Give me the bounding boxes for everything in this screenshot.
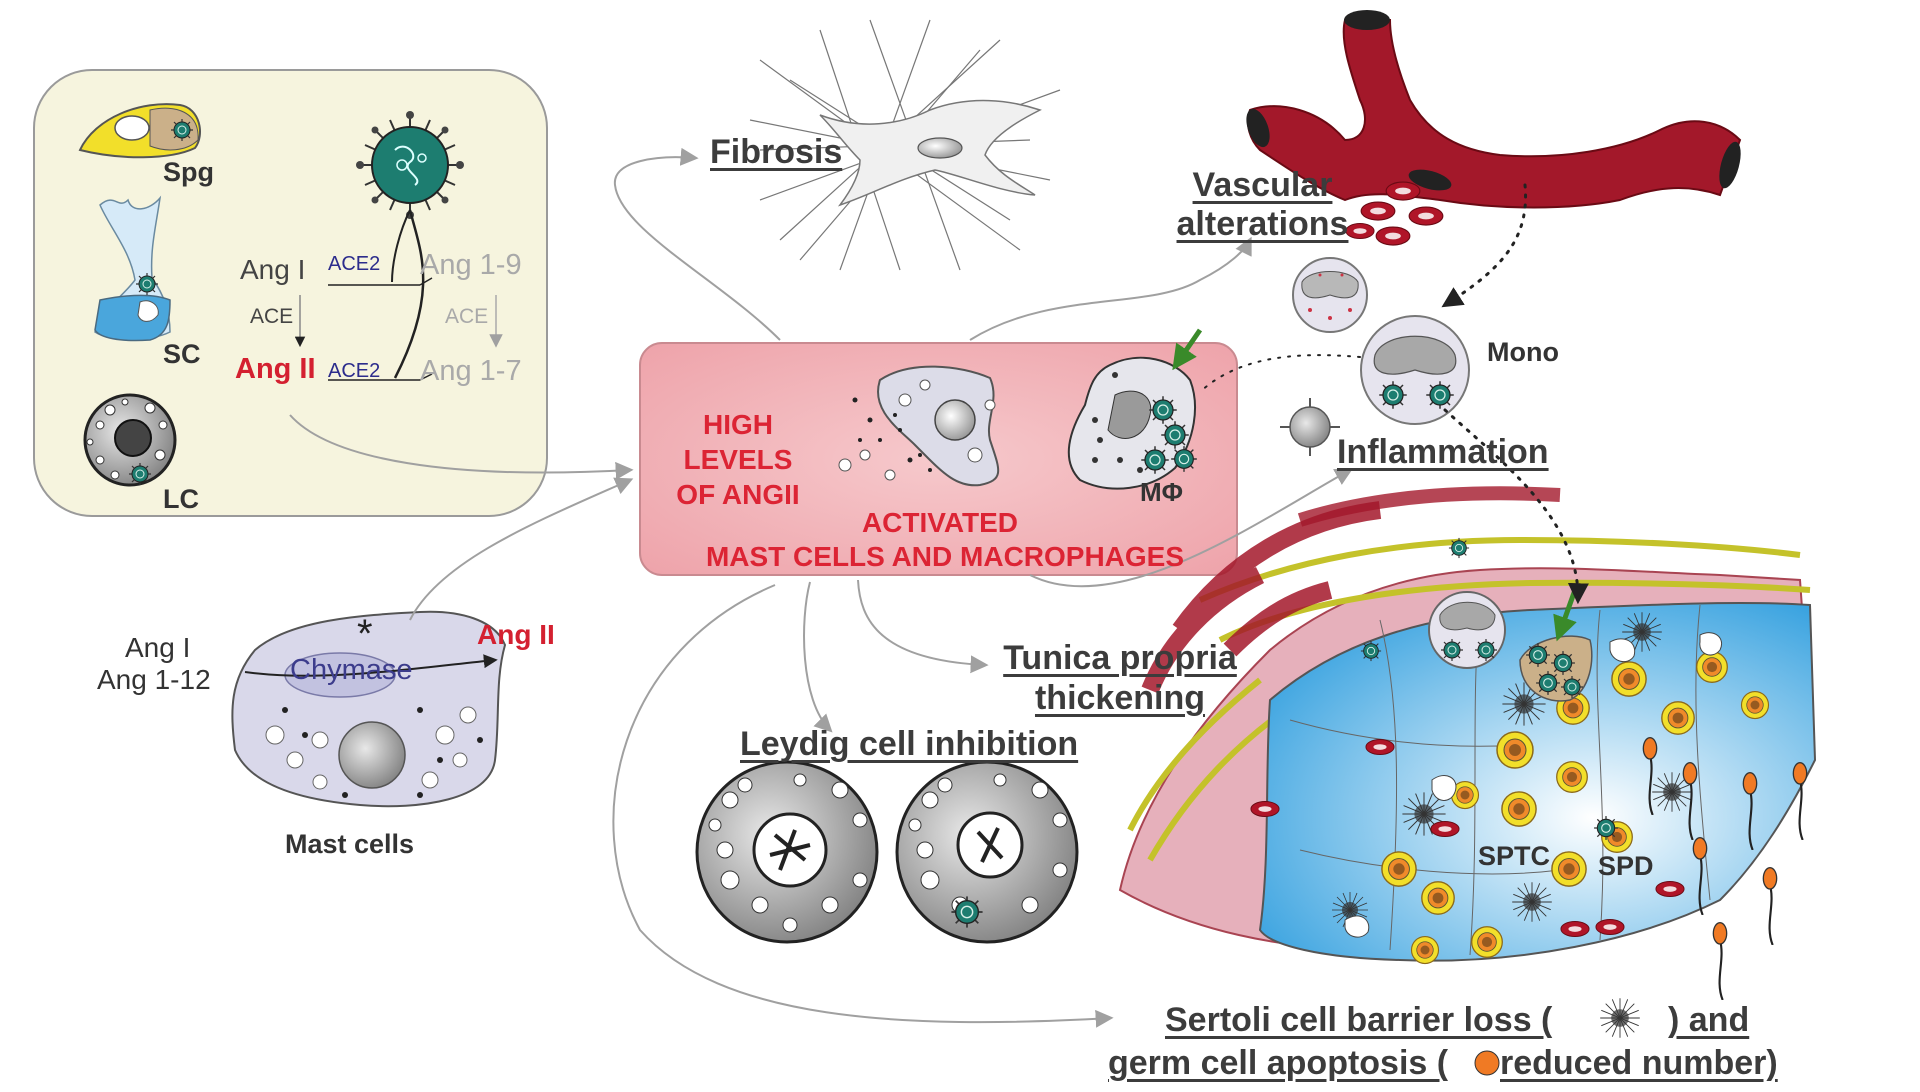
label-sertoli-loss-a: Sertoli cell barrier loss (	[1165, 1001, 1553, 1039]
label-activated: ACTIVATED	[861, 507, 1019, 538]
label-ace2-top: ACE2	[328, 253, 381, 275]
label-mast-ang112: Ang 1-12	[97, 664, 211, 695]
label-ace-right: ACE	[445, 305, 489, 328]
germ-cell-legend-icon	[1474, 1050, 1500, 1076]
label-germ-apoptosis-a: germ cell apoptosis (	[1108, 1044, 1449, 1082]
label-tunica-1: Tunica propria	[1003, 639, 1237, 677]
label-fibrosis: Fibrosis	[710, 133, 843, 171]
label-vascular-2: alterations	[1176, 205, 1349, 243]
blood-vessel	[1246, 10, 1742, 246]
spermatogonium-cell	[78, 103, 201, 159]
label-mast-cells: Mast cells	[285, 829, 415, 859]
monocyte-cells	[1280, 257, 1470, 456]
label-asterisk: *	[357, 612, 373, 656]
sertoli-barrier-legend-icon	[1599, 997, 1641, 1039]
label-ang17: Ang 1-7	[420, 355, 522, 387]
mast-cell	[231, 610, 507, 808]
label-spg: Spg	[163, 157, 214, 187]
label-chymase: Chymase	[290, 654, 413, 686]
label-of-angii: OF ANGII	[676, 479, 800, 510]
label-vascular-1: Vascular	[1192, 166, 1333, 204]
label-ang19: Ang 1-9	[420, 249, 522, 281]
effect-arrows	[289, 147, 1354, 1028]
leydig-cells-large	[695, 760, 1079, 944]
coronavirus-particle	[356, 111, 464, 219]
label-sc: SC	[163, 339, 201, 369]
label-ang2: Ang II	[235, 353, 316, 385]
label-germ-apoptosis-b: reduced number)	[1500, 1044, 1778, 1082]
migration-arrows	[1199, 183, 1589, 605]
label-sptc: SPTC	[1478, 841, 1551, 871]
fibroblast-cell	[819, 99, 1042, 207]
label-inflammation: Inflammation	[1337, 433, 1549, 471]
label-ang1: Ang I	[240, 254, 306, 285]
leydig-cell-small	[83, 393, 177, 487]
label-spd: SPD	[1598, 851, 1654, 881]
label-mast-ang2: Ang II	[477, 619, 555, 650]
label-levels: LEVELS	[683, 444, 793, 475]
label-mono: Mono	[1487, 337, 1559, 367]
ras-pathway-lines	[294, 209, 503, 381]
label-mast-macrophages: MAST CELLS AND MACROPHAGES	[705, 541, 1185, 572]
label-lc: LC	[163, 484, 199, 514]
label-sertoli-loss-b: ) and	[1668, 1001, 1750, 1039]
label-ace2-bottom: ACE2	[328, 360, 381, 382]
label-mast-ang1: Ang I	[125, 632, 191, 663]
label-high: HIGH	[703, 409, 773, 440]
sertoli-cell	[94, 195, 171, 342]
seminiferous-tubule	[1118, 486, 1817, 1000]
center-box	[639, 328, 1238, 576]
label-ace-left: ACE	[250, 305, 294, 328]
label-macrophage: MΦ	[1140, 477, 1183, 507]
label-leydig-inhibition: Leydig cell inhibition	[740, 725, 1079, 763]
label-tunica-2: thickening	[1034, 679, 1206, 717]
